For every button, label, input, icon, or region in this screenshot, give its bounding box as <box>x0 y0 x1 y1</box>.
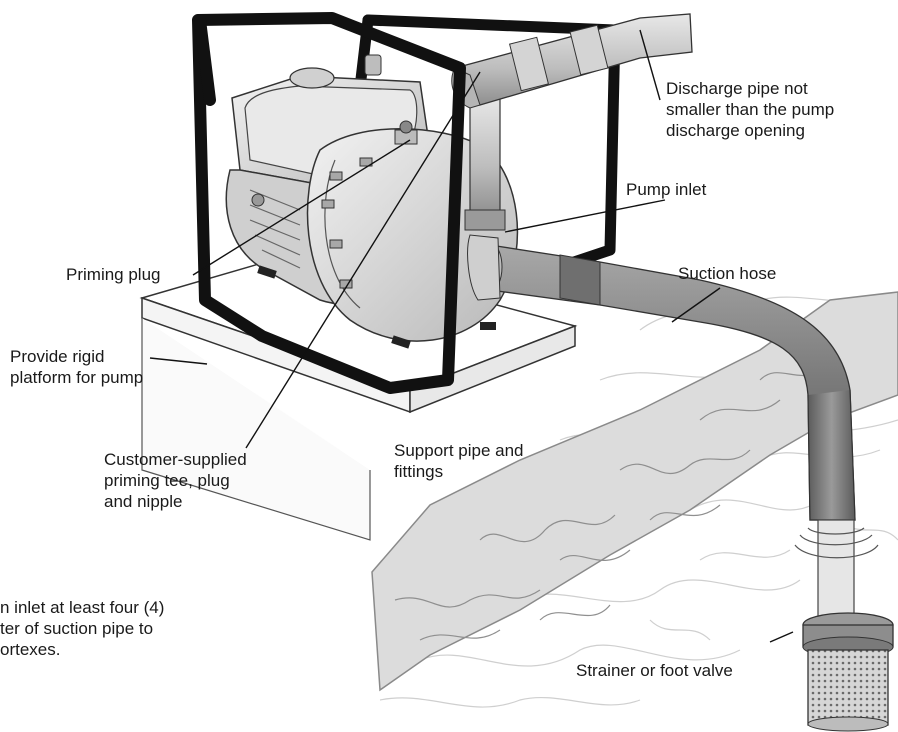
label-pump-inlet: Pump inlet <box>626 180 707 199</box>
label-priming-plug: Priming plug <box>66 265 161 284</box>
suction-pipe-lower <box>794 519 879 631</box>
trench <box>371 291 898 692</box>
label-platform: Provide rigid platform for pump <box>10 346 143 388</box>
frame-front <box>192 12 466 394</box>
frame-feet <box>257 265 496 349</box>
label-discharge-line1: Discharge pipe not <box>666 79 808 98</box>
label-customer-supplied: Customer-supplied priming tee, plug and … <box>104 449 247 512</box>
label-support-line2: fittings <box>394 462 444 481</box>
label-inlet-note-line2: ter of suction pipe to <box>0 619 154 638</box>
strainer-foot-valve <box>802 612 894 732</box>
label-support-line1: Support pipe and <box>394 441 524 460</box>
label-discharge-line2: smaller than the pump <box>666 100 835 119</box>
label-support-pipe: Support pipe and fittings <box>394 440 524 482</box>
label-strainer: Strainer or foot valve <box>576 661 733 680</box>
label-discharge-pipe: Discharge pipe not smaller than the pump… <box>666 78 834 141</box>
label-inlet-note-line3: ortexes. <box>0 640 61 659</box>
label-suction-hose: Suction hose <box>678 264 777 283</box>
label-customer-line3: and nipple <box>104 492 183 511</box>
label-discharge-line3: discharge opening <box>666 121 805 140</box>
label-customer-line2: priming tee, plug <box>104 471 230 490</box>
label-inlet-note-line1: n inlet at least four (4) <box>0 598 165 617</box>
label-platform-line2: platform for pump <box>10 368 144 387</box>
discharge-pipe <box>451 13 693 109</box>
platform <box>139 251 578 541</box>
label-inlet-note: n inlet at least four (4) ter of suction… <box>0 597 164 660</box>
suction-hose <box>467 234 856 521</box>
label-customer-line1: Customer-supplied <box>104 450 247 469</box>
label-platform-line1: Provide rigid <box>10 347 105 366</box>
leader-lines <box>149 29 794 643</box>
